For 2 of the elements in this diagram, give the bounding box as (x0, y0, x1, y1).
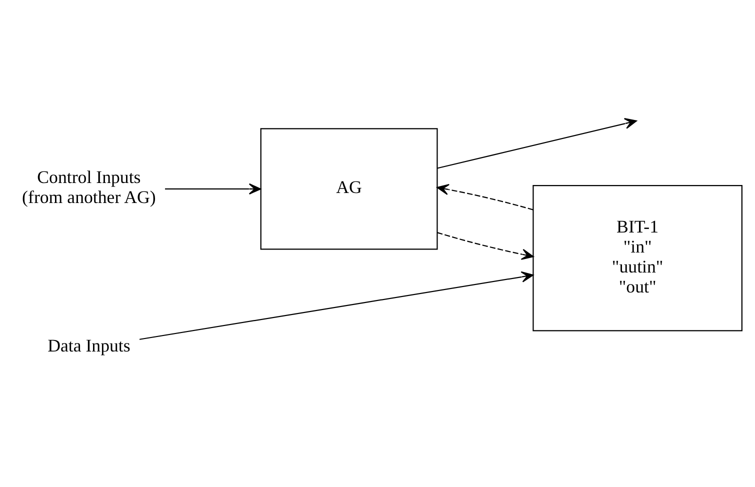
node-text: Control Inputs (from another AG) (22, 166, 156, 207)
node-text: Data Inputs (48, 335, 130, 356)
